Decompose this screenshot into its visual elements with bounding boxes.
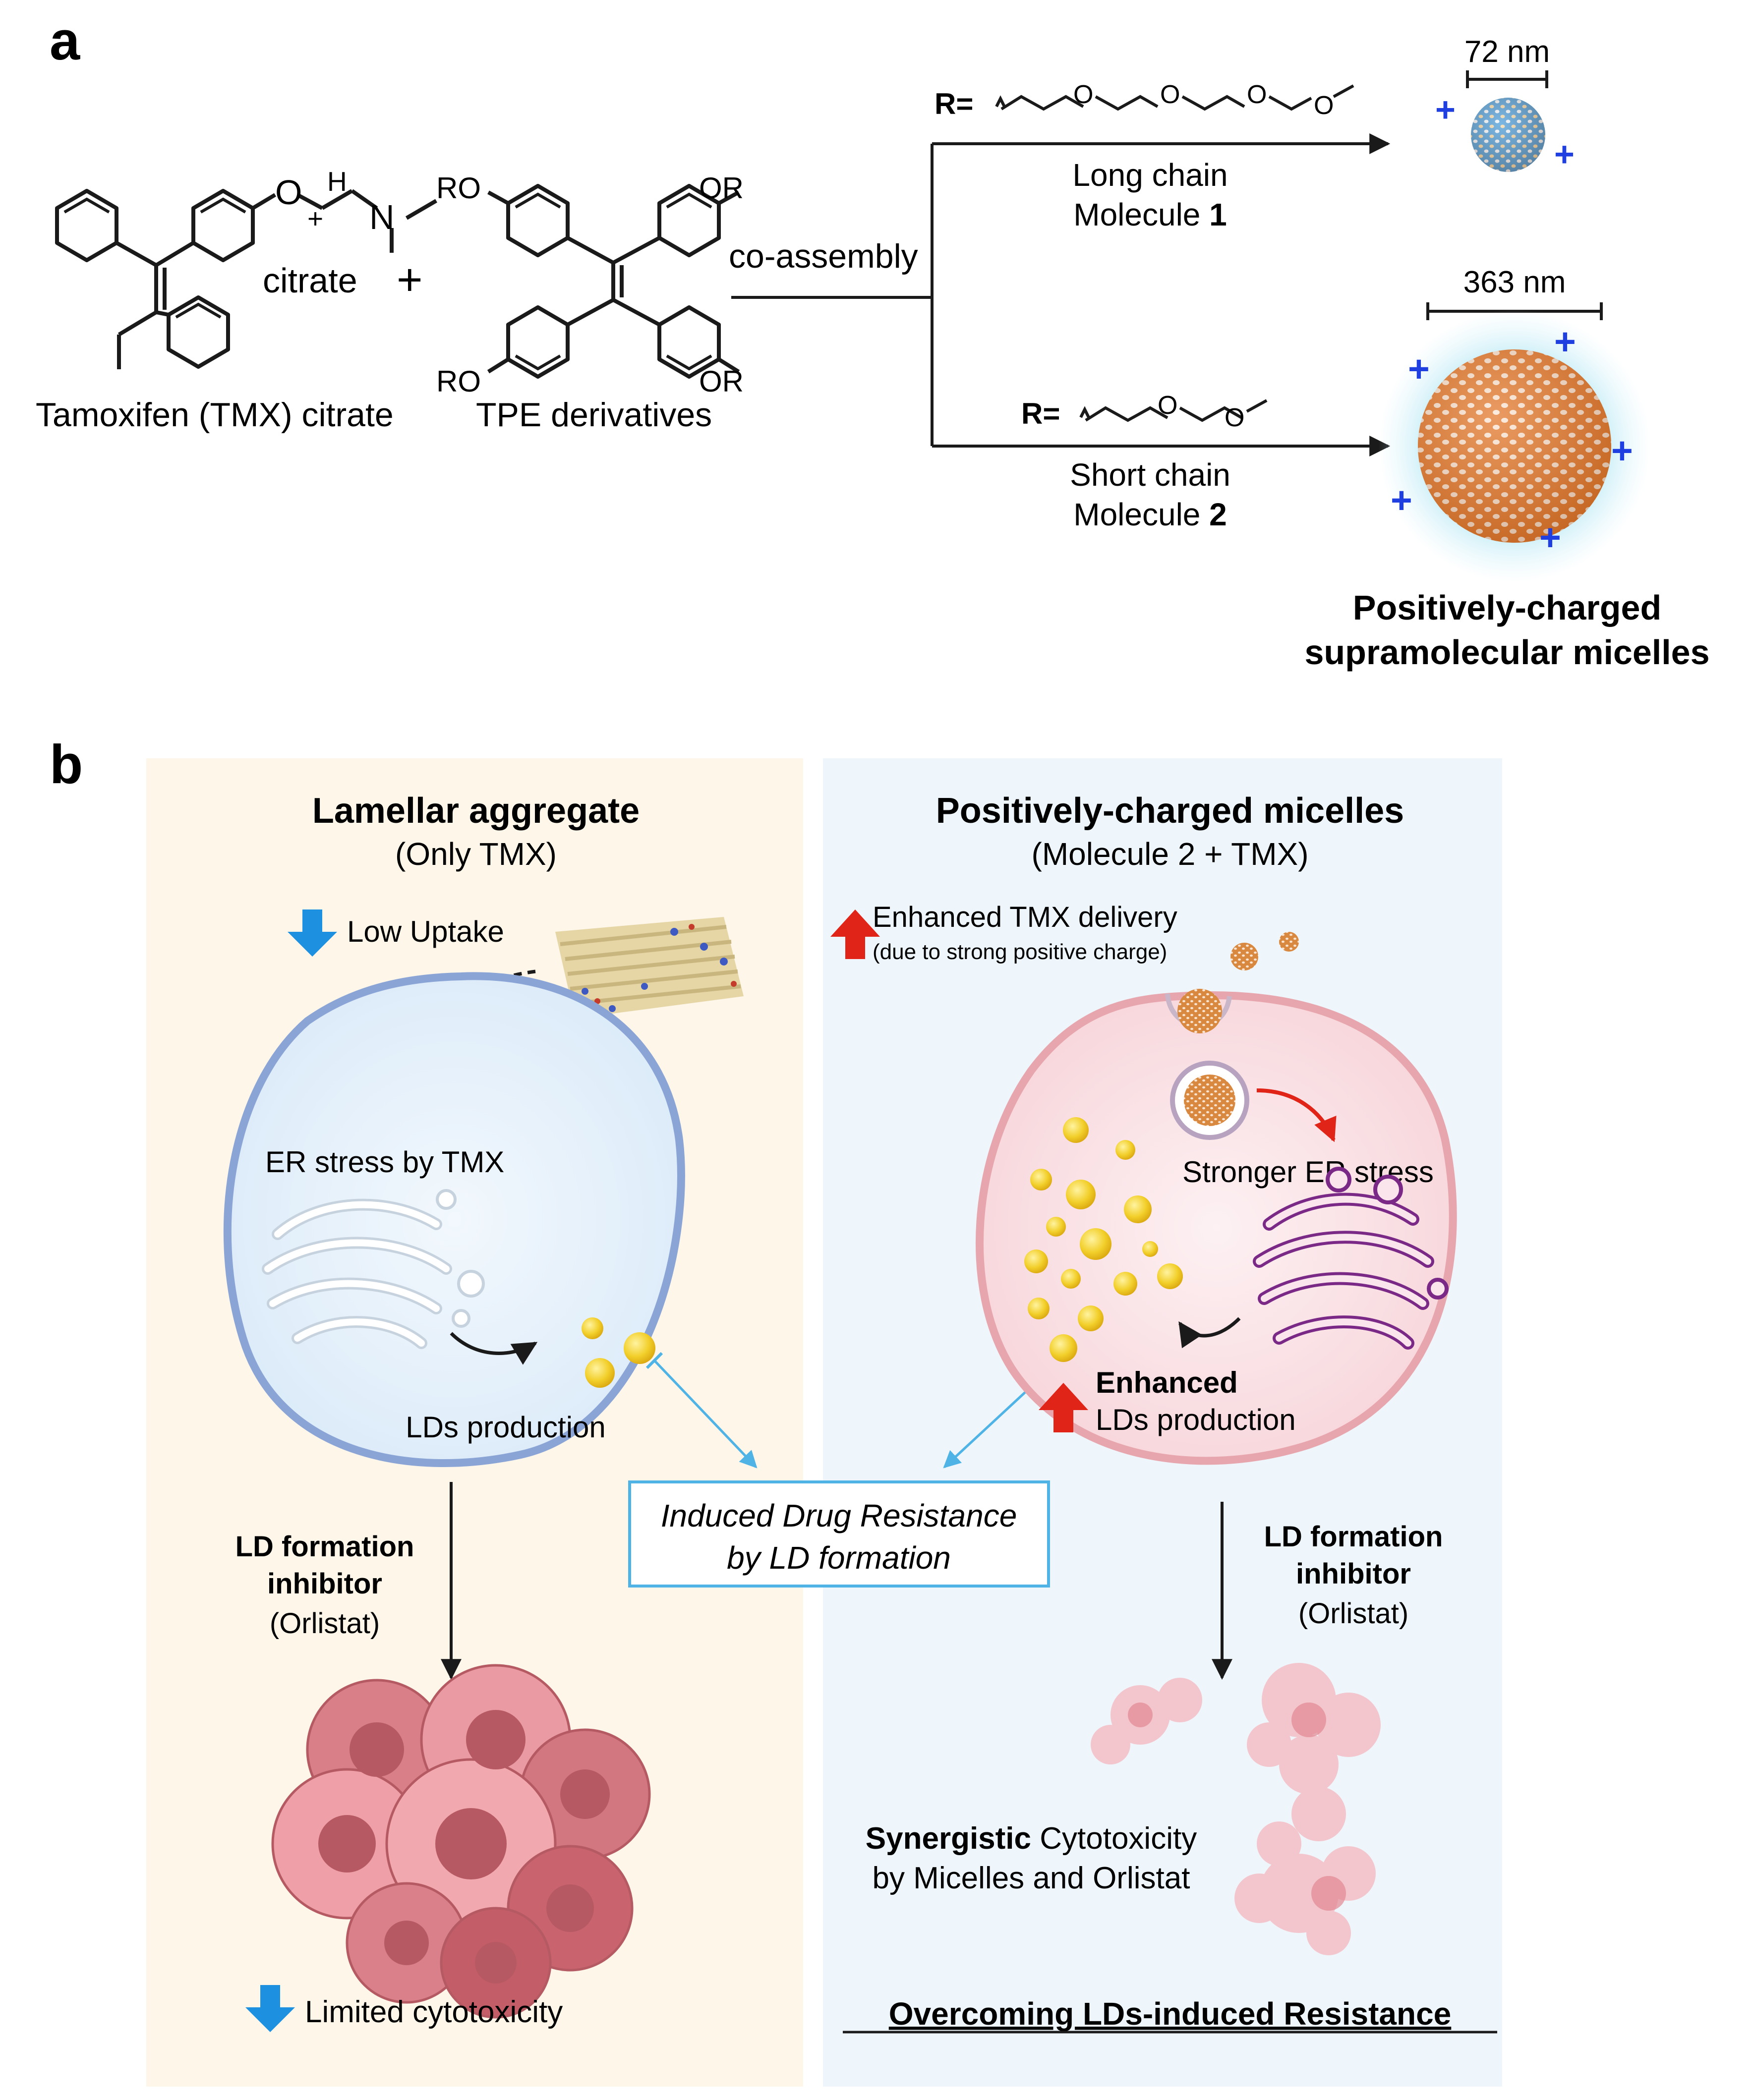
co-assembly-label: co-assembly: [729, 237, 918, 275]
endosome-micelle: [1184, 1075, 1235, 1126]
tamoxifen-structure: [55, 189, 438, 369]
low-uptake-label: Low Uptake: [347, 915, 504, 948]
charge-small-1: +: [1435, 90, 1456, 129]
right-ld-arrow: [1178, 1317, 1241, 1349]
charge-large-1: +: [1408, 348, 1430, 390]
r-short-chain: [1079, 399, 1268, 422]
left-subtitle: (Only TMX): [395, 836, 557, 872]
left-outcome-label: Limited cytotoxicity: [305, 1995, 563, 2029]
entering-micelle: [1177, 989, 1222, 1033]
right-inhibitor-line1: LD formation: [1264, 1521, 1443, 1553]
right-er-organelle: [1253, 1167, 1449, 1350]
size-363-label: 363 nm: [1463, 265, 1566, 299]
panel-b-label: b: [50, 734, 83, 795]
plus-sign: +: [397, 255, 423, 305]
co-assembly-arrows: [731, 133, 1391, 456]
enhanced-ld-arrow-icon: [1039, 1383, 1088, 1432]
right-delivery-line1: Enhanced TMX delivery: [873, 901, 1177, 933]
tpe-or-top: OR: [699, 171, 744, 205]
tamoxifen-ring-inner: [63, 197, 246, 319]
r-long-o3: O: [1247, 80, 1267, 109]
left-title: Lamellar aggregate: [312, 791, 640, 831]
right-inhibitor-line2: inhibitor: [1296, 1558, 1411, 1590]
short-chain-label: Short chain: [1070, 457, 1230, 493]
tmx-nitrogen: N: [369, 198, 395, 236]
right-synergy-line1: Synergistic Cytotoxicity: [866, 1821, 1197, 1856]
small-micelle-shade: [1471, 98, 1545, 172]
limited-arrow-icon: [245, 1985, 295, 2032]
left-cancer-cells-image: [271, 1664, 651, 2019]
right-cell: [976, 991, 1457, 1465]
panel-a-label: a: [50, 10, 80, 71]
right-ld-rest: LDs production: [1096, 1403, 1296, 1436]
left-inhibitor-line3: (Orlistat): [270, 1607, 380, 1640]
resistance-callout-box: [628, 1480, 1050, 1588]
r-short-prefix: R=: [1021, 397, 1060, 430]
left-ld-label: LDs production: [406, 1411, 606, 1444]
right-dying-cells-core: [1128, 1703, 1346, 1911]
size-72-label: 72 nm: [1464, 35, 1550, 69]
approaching-micelle-2: [1279, 932, 1299, 952]
charge-large-3: +: [1611, 430, 1633, 471]
left-inhibitor-line1: LD formation: [235, 1531, 414, 1563]
resistance-callout-line1: Induced Drug Resistance: [661, 1498, 1017, 1533]
stress-red-arrow: [1256, 1088, 1337, 1142]
micelle-caption-1: Positively-charged: [1353, 588, 1661, 627]
left-cell: [223, 972, 685, 1467]
tpe-structure: [487, 184, 740, 379]
molecule-2-label: Molecule 2: [1073, 497, 1227, 532]
right-ld-bold: Enhanced: [1096, 1366, 1238, 1399]
lamellar-aggregate-image: [555, 917, 744, 1019]
right-subtitle: (Molecule 2 + TMX): [1032, 836, 1309, 872]
tmx-oxygen: O: [275, 173, 302, 212]
right-synergy-line2: by Micelles and Orlistat: [873, 1861, 1190, 1895]
charge-small-2: +: [1554, 135, 1575, 173]
right-delivery-line2: (due to strong positive charge): [873, 940, 1167, 964]
charge-large-4: +: [1391, 479, 1412, 521]
left-inhibit-bar: [645, 1352, 663, 1369]
left-lipid-droplets: [582, 1317, 655, 1388]
charge-large-5: +: [1539, 516, 1561, 558]
r-short-o1: O: [1158, 391, 1177, 420]
r-long-prefix: R=: [935, 87, 973, 120]
tmx-counterion: citrate: [263, 261, 357, 300]
left-inhibitor-line2: inhibitor: [267, 1568, 382, 1600]
approaching-micelle-1: [1230, 943, 1258, 970]
right-lipid-droplets: [1024, 1117, 1183, 1362]
charge-large-2: +: [1554, 321, 1576, 362]
r-long-chain: [995, 84, 1354, 111]
long-chain-label: Long chain: [1072, 157, 1228, 193]
left-er-stress-label: ER stress by TMX: [265, 1145, 504, 1179]
right-title: Positively-charged micelles: [936, 791, 1404, 831]
enhanced-delivery-arrow-icon: [830, 909, 880, 959]
right-dying-cells-image: [1091, 1663, 1381, 1955]
r-long-o2: O: [1160, 80, 1180, 109]
left-inhibit-line: [653, 1360, 758, 1469]
tpe-ro-top: RO: [436, 171, 481, 205]
tpe-or-bottom: OR: [699, 365, 744, 398]
tmx-nplus: +: [307, 203, 323, 234]
micelle-caption-2: supramolecular micelles: [1304, 633, 1709, 672]
tpe-ring-inner: [515, 192, 712, 371]
right-inhibitor-line3: (Orlistat): [1298, 1597, 1408, 1630]
molecule-1-label: Molecule 1: [1073, 197, 1227, 232]
left-er-organelle: [262, 1189, 485, 1349]
left-ld-arrow: [450, 1332, 538, 1365]
large-micelle-shade: [1418, 349, 1611, 543]
tpe-ro-bottom: RO: [436, 365, 481, 398]
resistance-callout-line2: by LD formation: [727, 1540, 951, 1576]
tamoxifen-caption: Tamoxifen (TMX) citrate: [36, 396, 394, 434]
r-long-o1: O: [1073, 80, 1093, 109]
r-short-o2: O: [1225, 403, 1244, 432]
right-outcome-label: Overcoming LDs-induced Resistance: [889, 1996, 1452, 2032]
tpe-caption: TPE derivatives: [476, 396, 712, 434]
low-uptake-arrow-icon: [288, 909, 337, 957]
r-long-o4: O: [1314, 91, 1334, 120]
tmx-hydrogen: H: [327, 166, 347, 197]
